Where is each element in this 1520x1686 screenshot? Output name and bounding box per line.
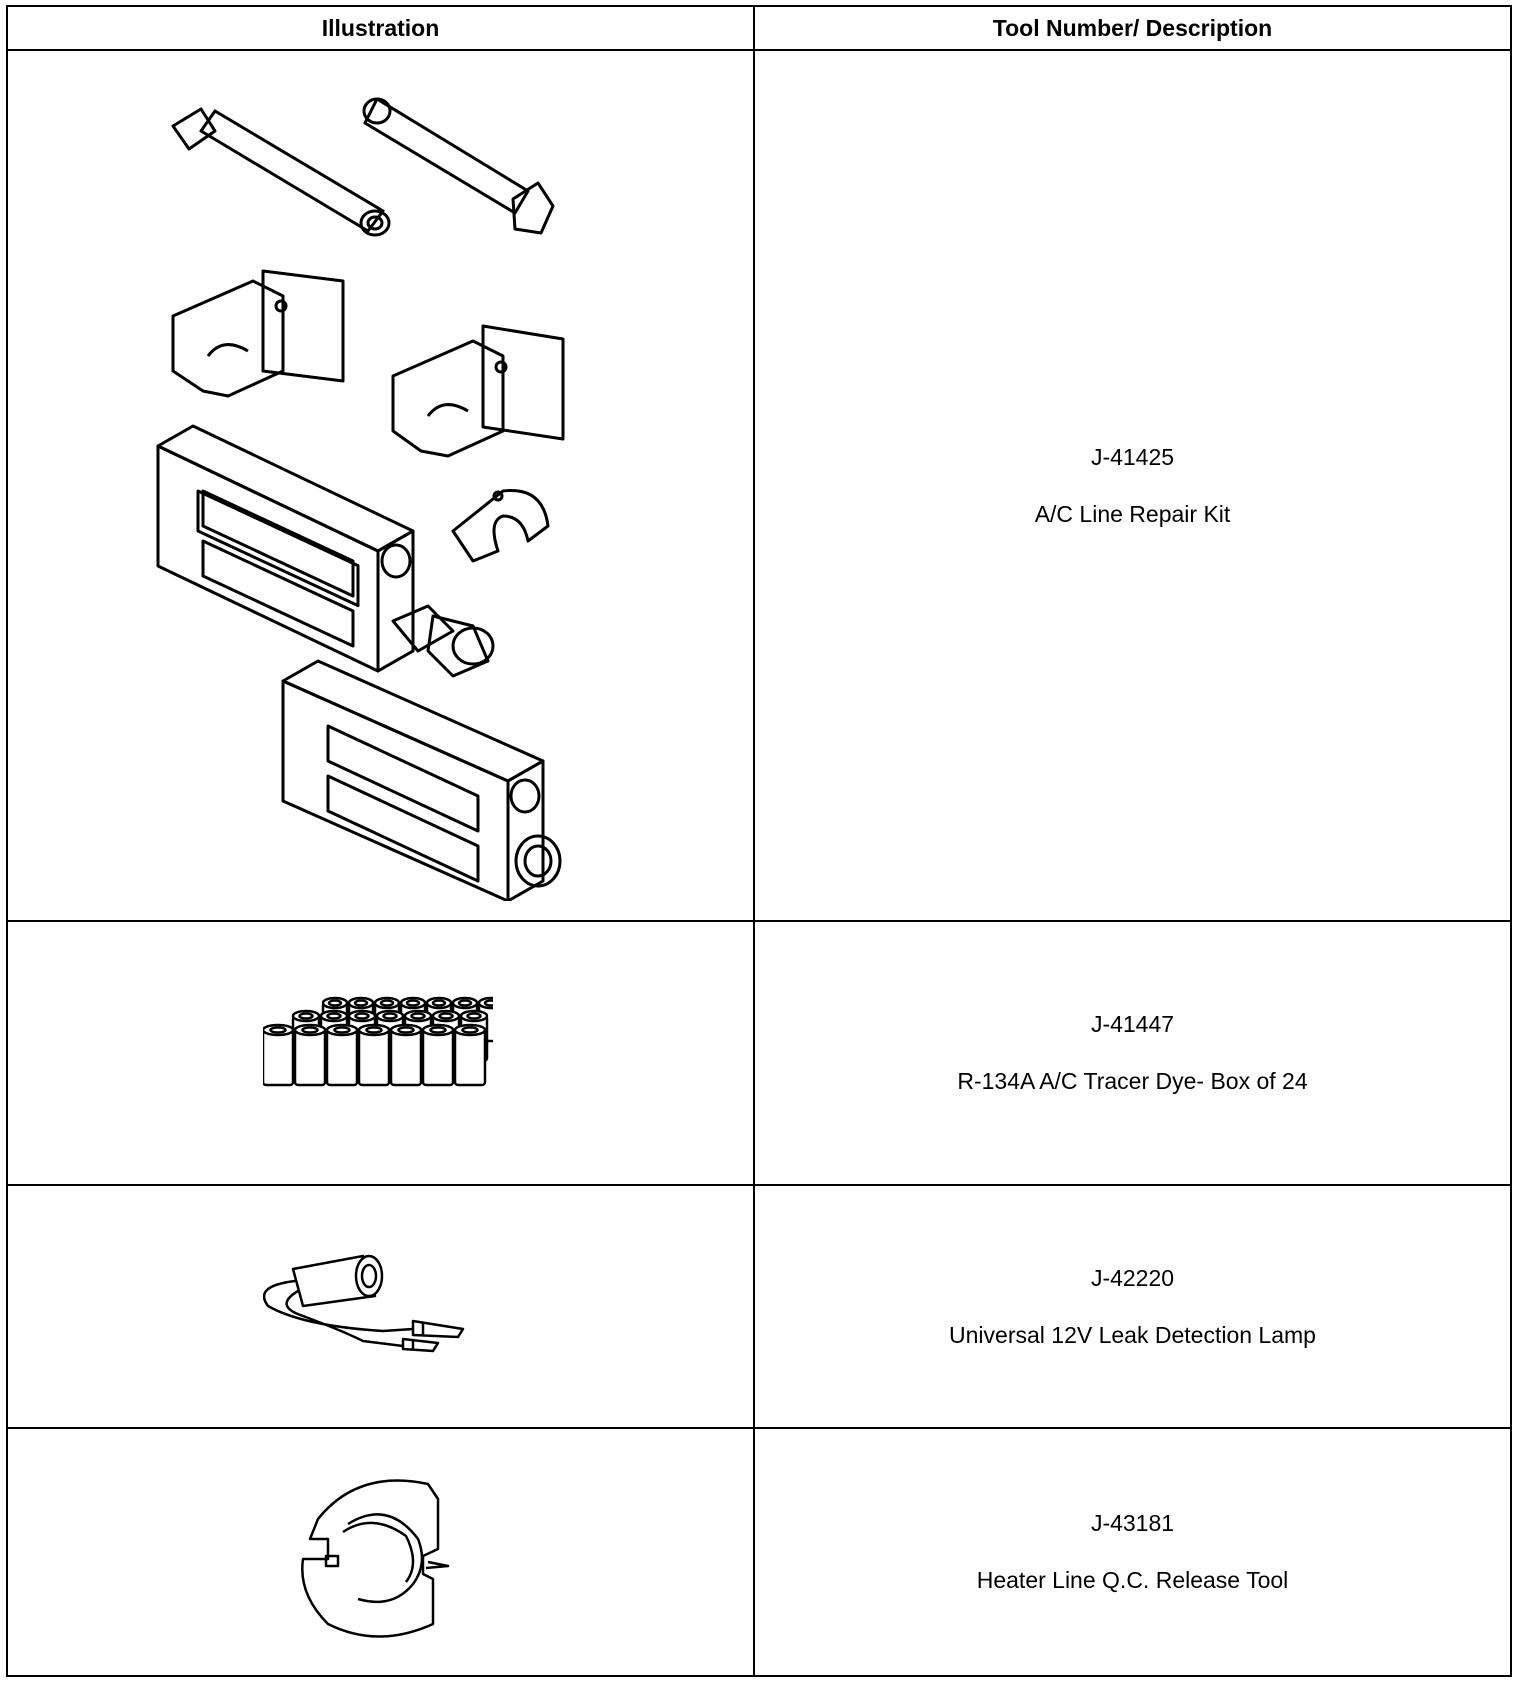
header-illustration: Illustration — [321, 14, 440, 41]
table-header: Illustration Tool Number/ Description — [8, 7, 1510, 51]
tool-description: Heater Line Q.C. Release Tool — [976, 1567, 1289, 1593]
tool-table: Illustration Tool Number/ Description — [6, 5, 1512, 1677]
illustration-cell — [8, 922, 753, 1184]
table-row: J-43181 Heater Line Q.C. Release Tool — [8, 1429, 1510, 1675]
column-divider — [753, 7, 755, 1675]
illustration-cell — [8, 1429, 753, 1675]
table-row: J-42220 Universal 12V Leak Detection Lam… — [8, 1186, 1510, 1429]
release-tool-icon — [298, 1464, 468, 1644]
table-row: J-41425 A/C Line Repair Kit — [8, 51, 1510, 922]
description-cell: J-42220 Universal 12V Leak Detection Lam… — [755, 1186, 1510, 1427]
tool-description: A/C Line Repair Kit — [1034, 500, 1231, 527]
description-cell: J-41425 A/C Line Repair Kit — [755, 51, 1510, 920]
tracer-dye-box-icon — [263, 992, 493, 1092]
leak-detection-lamp-icon — [263, 1251, 473, 1356]
header-tool-number: Tool Number/ Description — [992, 14, 1273, 41]
tool-number: J-43181 — [1090, 1510, 1175, 1536]
table-row: J-41447 R-134A A/C Tracer Dye- Box of 24 — [8, 922, 1510, 1186]
illustration-cell — [8, 51, 753, 920]
tool-description: R-134A A/C Tracer Dye- Box of 24 — [957, 1068, 1308, 1094]
ac-line-repair-kit-icon — [153, 71, 613, 901]
tool-number: J-41447 — [1090, 1011, 1175, 1037]
description-cell: J-41447 R-134A A/C Tracer Dye- Box of 24 — [755, 922, 1510, 1184]
description-cell: J-43181 Heater Line Q.C. Release Tool — [755, 1429, 1510, 1675]
tool-description: Universal 12V Leak Detection Lamp — [949, 1321, 1316, 1348]
tool-number: J-41425 — [1090, 443, 1175, 470]
illustration-cell — [8, 1186, 753, 1427]
tool-number: J-42220 — [1090, 1264, 1175, 1291]
